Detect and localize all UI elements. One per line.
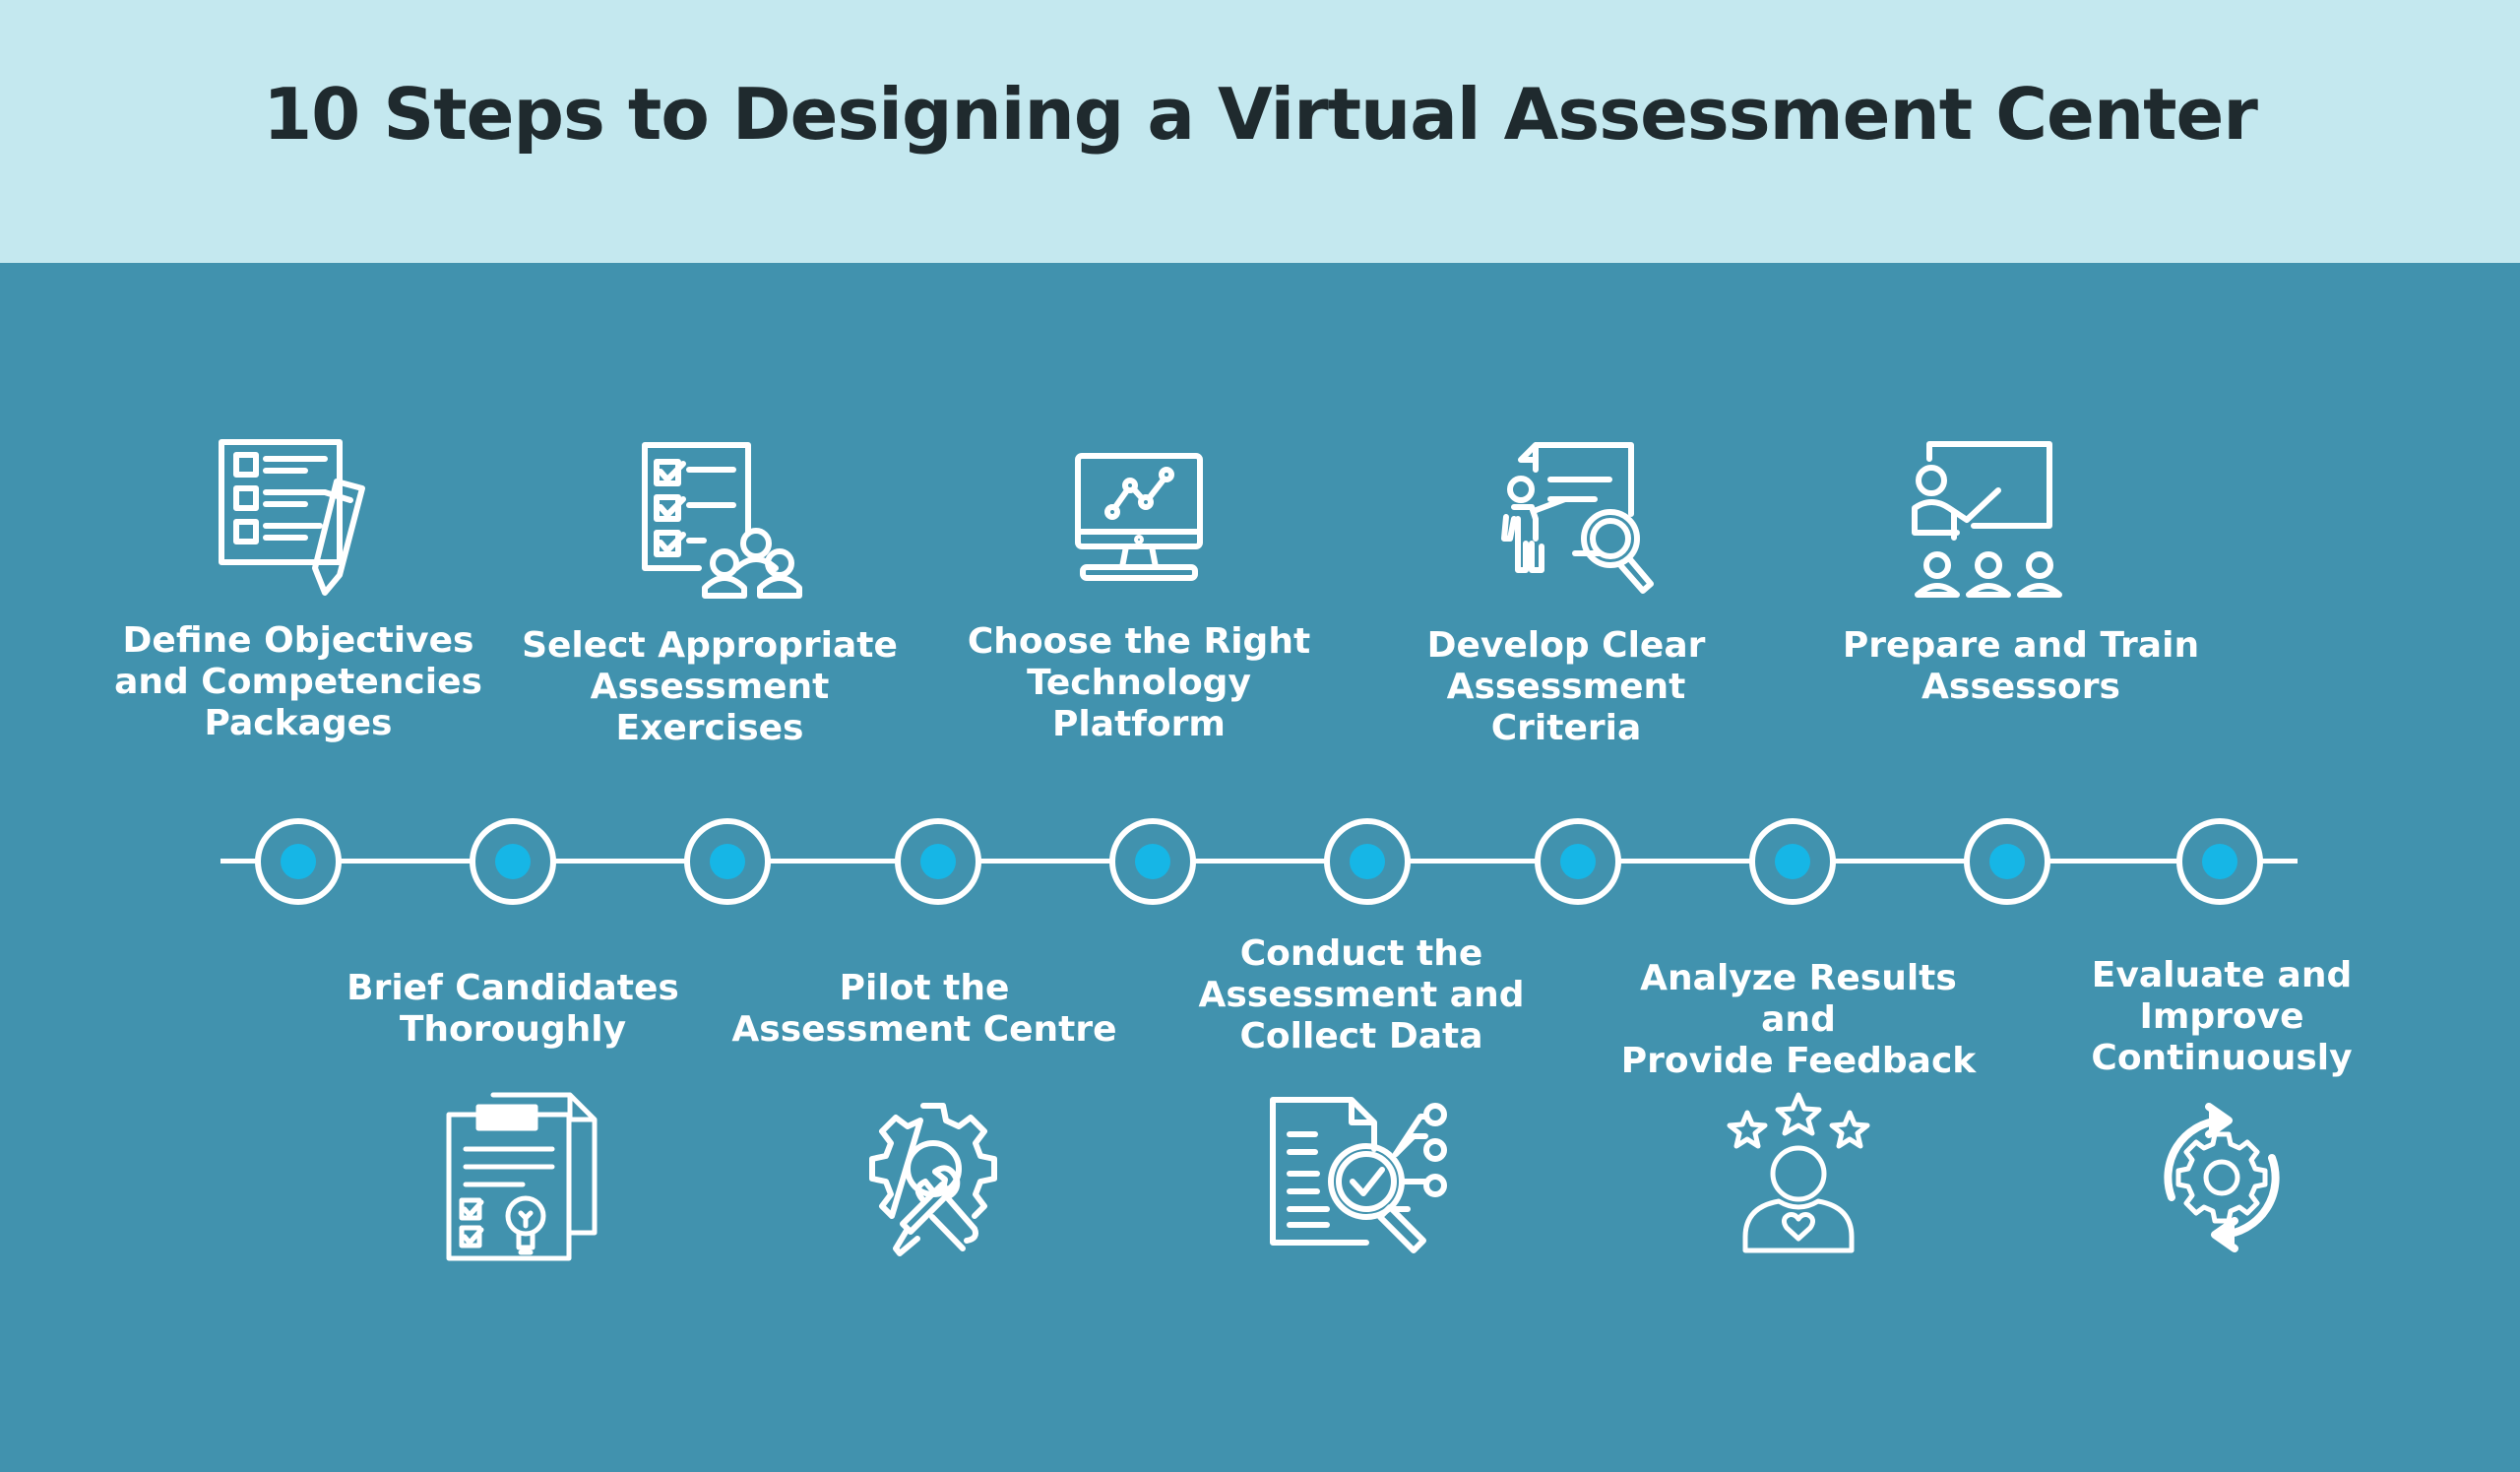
step-label-8: Analyze Results and Provide Feedback xyxy=(1620,958,1977,1081)
timeline-line xyxy=(220,859,2298,864)
step-label-3: Select Appropriate Assessment Exercises xyxy=(522,625,898,748)
gear-tools-icon xyxy=(868,1101,998,1258)
checklist-group-icon xyxy=(640,440,803,599)
timeline-node-4 xyxy=(895,818,981,905)
timeline-node-10 xyxy=(2176,818,2263,905)
cycle-gear-icon xyxy=(2152,1099,2292,1256)
timeline-node-9 xyxy=(1964,818,2050,905)
timeline-node-7 xyxy=(1535,818,1621,905)
timeline-node-1 xyxy=(255,818,342,905)
document-magnifier-icon xyxy=(1268,1095,1457,1256)
step-label-6: Conduct the Assessment and Collect Data xyxy=(1198,933,1525,1056)
timeline-node-2 xyxy=(470,818,556,905)
timeline-node-5 xyxy=(1109,818,1196,905)
monitor-chart-icon xyxy=(1073,451,1205,583)
step-label-5: Choose the Right Technology Platform xyxy=(967,621,1311,744)
timeline-node-8 xyxy=(1749,818,1836,905)
timeline-node-3 xyxy=(684,818,771,905)
step-label-4: Pilot the Assessment Centre xyxy=(731,968,1117,1050)
step-label-2: Brief Candidates Thoroughly xyxy=(346,968,679,1050)
page-title: 10 Steps to Designing a Virtual Assessme… xyxy=(263,73,2258,156)
header-band: 10 Steps to Designing a Virtual Assessme… xyxy=(0,0,2520,263)
step-label-7: Develop Clear Assessment Criteria xyxy=(1426,625,1706,748)
person-document-search-icon xyxy=(1496,440,1658,598)
presenter-audience-icon xyxy=(1910,439,2067,599)
step-label-10: Evaluate and Improve Continuously xyxy=(2091,955,2353,1078)
step-label-9: Prepare and Train Assessors xyxy=(1842,625,2200,707)
person-stars-heart-icon xyxy=(1724,1091,1873,1254)
checklist-pencil-icon xyxy=(217,437,370,597)
timeline-node-6 xyxy=(1324,818,1411,905)
step-label-1: Define Objectives and Competencies Packa… xyxy=(114,620,482,743)
clipboard-lightbulb-icon xyxy=(444,1090,599,1261)
